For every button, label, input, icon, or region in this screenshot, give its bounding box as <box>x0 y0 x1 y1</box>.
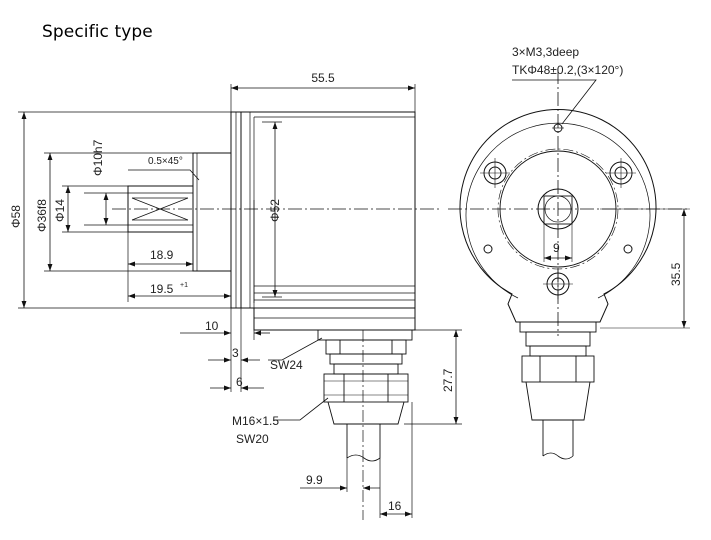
pcd-note: TKΦ48±0.2,(3×120°) <box>512 63 623 77</box>
mounting-hole <box>606 158 636 188</box>
spigot-diameter-label: Φ36f8 <box>35 199 49 232</box>
body-diameter-label: Φ52 <box>268 199 282 222</box>
flange-thickness-label: 3 <box>232 346 239 360</box>
chamfer-label: 0.5×45° <box>148 156 183 167</box>
rear-plate <box>253 307 416 331</box>
shaft-diameter-label: Φ14 <box>53 199 67 222</box>
height-dim-label: 35.5 <box>669 262 683 286</box>
cable-offset-label: 9.9 <box>306 473 323 487</box>
outer-diameter-label: Φ58 <box>9 205 23 228</box>
mounting-hole <box>480 158 510 188</box>
thread-label: M16×1.5 <box>232 414 279 428</box>
front-view <box>448 70 690 460</box>
shaft-length-2-tolerance: +1 <box>180 282 188 289</box>
bore-dim-label: 9 <box>553 241 560 255</box>
shaft-boss <box>537 188 579 230</box>
shaft-length-2-label: 19.5 <box>150 282 174 296</box>
sw24-label: SW24 <box>270 358 303 372</box>
flange-width-label: 6 <box>236 375 243 389</box>
side-view-labels: 55.5 Φ58 Φ36f8 Φ14 Φ10h7 Φ52 0.5×45° 18.… <box>9 71 455 513</box>
sw20-label: SW20 <box>236 432 269 446</box>
body-length-label: 55.5 <box>311 71 335 85</box>
spigot <box>192 152 232 272</box>
cable-gland-front <box>519 321 597 460</box>
gland-height-label: 27.7 <box>441 368 455 392</box>
page-title: Specific type <box>42 22 153 42</box>
m3-hole <box>623 244 633 254</box>
m3-hole <box>483 244 493 254</box>
shaft-tolerance-label: Φ10h7 <box>91 139 105 176</box>
mounting-hole <box>543 269 573 299</box>
cable-gland-side <box>317 329 413 520</box>
gland-width-label: 16 <box>388 499 402 513</box>
holes-note: 3×M3,3deep <box>512 45 579 59</box>
front-view-labels: 3×M3,3deep TKΦ48±0.2,(3×120°) 9 35.5 <box>512 45 683 286</box>
flange-offset-label: 10 <box>205 319 219 333</box>
shaft-length-1-label: 18.9 <box>150 248 174 262</box>
side-view <box>18 84 462 520</box>
front-outline <box>459 108 657 323</box>
m3-hole <box>552 123 564 133</box>
